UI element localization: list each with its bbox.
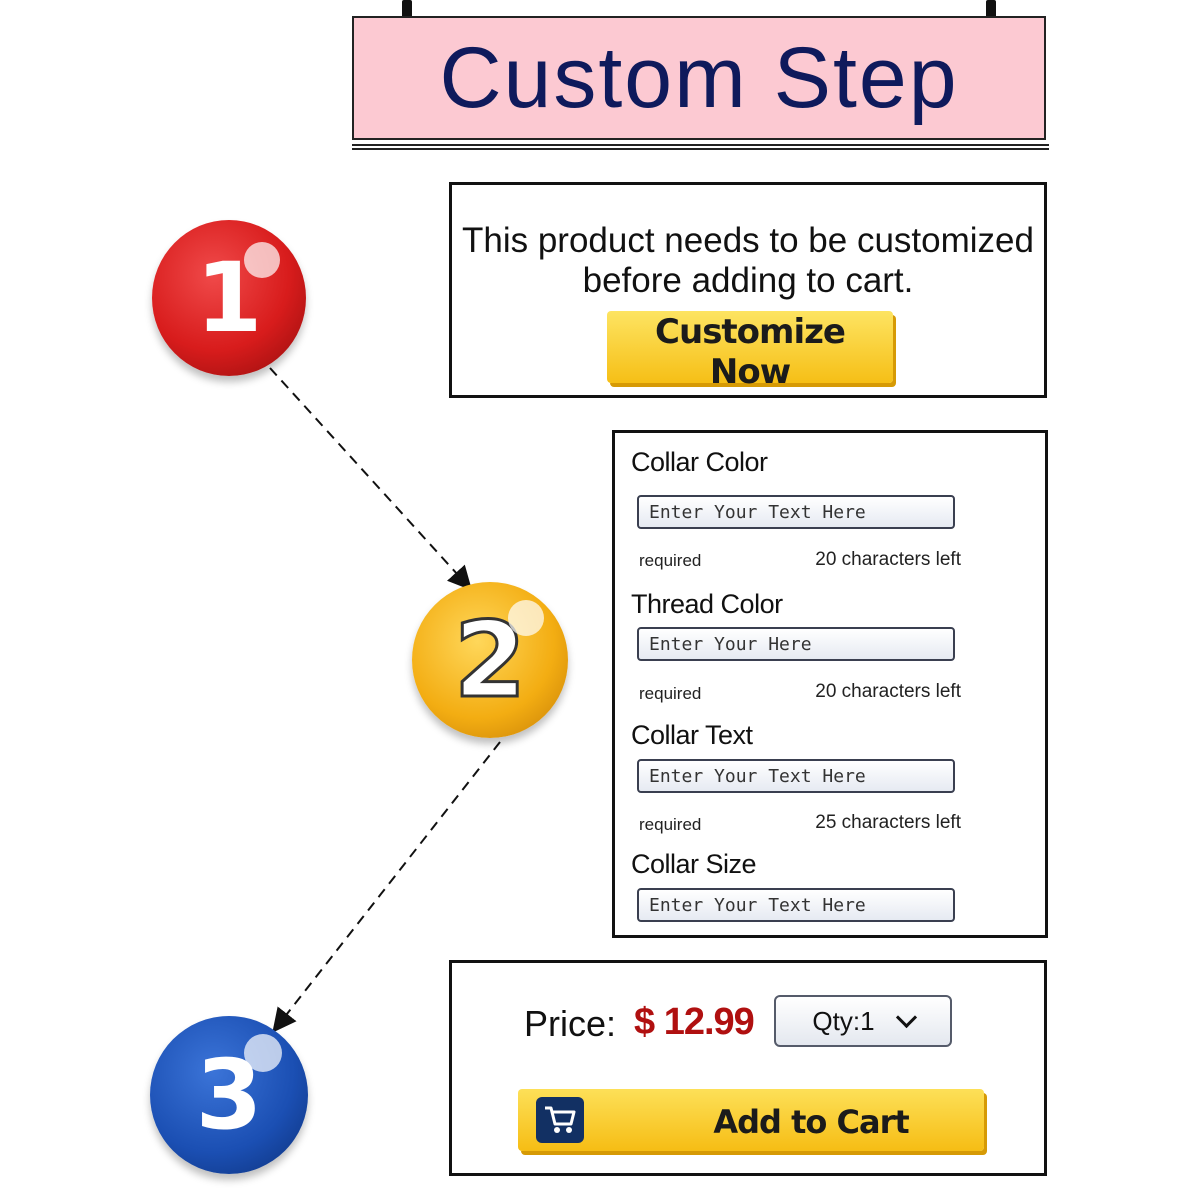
banner-hook-right bbox=[986, 0, 996, 30]
price-label: Price: bbox=[524, 1003, 617, 1044]
thread-color-label: Thread Color bbox=[631, 589, 783, 619]
collar-color-input[interactable] bbox=[637, 495, 955, 529]
customize-now-button[interactable]: Customize Now bbox=[607, 311, 893, 392]
step-1-badge: 1 bbox=[152, 220, 306, 376]
step-2-badge: 2 bbox=[412, 582, 568, 738]
title-banner: Custom Step bbox=[352, 16, 1046, 140]
collar-text-required: required bbox=[639, 815, 702, 834]
connector-1-to-2 bbox=[269, 367, 473, 591]
price-value: $ 12.99 bbox=[634, 1001, 755, 1043]
step-3-badge: 3 bbox=[150, 1016, 308, 1174]
banner-hook-left bbox=[402, 0, 412, 30]
add-to-cart-label: Add to Cart bbox=[713, 1103, 909, 1141]
thread-color-input[interactable] bbox=[637, 627, 955, 661]
collar-color-counter: 20 characters left bbox=[815, 549, 961, 570]
collar-color-label: Collar Color bbox=[631, 447, 768, 477]
cart-icon bbox=[536, 1097, 584, 1143]
thread-color-counter: 20 characters left bbox=[815, 681, 961, 702]
banner-underline bbox=[352, 144, 1049, 150]
collar-text-label: Collar Text bbox=[631, 720, 753, 750]
quantity-value: Qty:1 bbox=[812, 1005, 875, 1036]
page-title: Custom Step bbox=[439, 30, 959, 126]
add-to-cart-button[interactable]: Add to Cart bbox=[518, 1089, 984, 1151]
customize-prompt-panel: This product needs to be customized befo… bbox=[449, 182, 1047, 398]
collar-size-input[interactable] bbox=[637, 888, 955, 922]
customization-form: Collar Color required 20 characters left… bbox=[612, 430, 1048, 938]
quantity-select[interactable]: Qty:1 bbox=[774, 995, 952, 1047]
collar-text-input[interactable] bbox=[637, 759, 955, 793]
collar-color-required: required bbox=[639, 551, 702, 570]
collar-size-label: Collar Size bbox=[631, 849, 757, 879]
collar-text-counter: 25 characters left bbox=[815, 812, 961, 833]
customize-message: This product needs to be customized befo… bbox=[462, 221, 1034, 300]
purchase-panel: Price: $ 12.99 Qty:1 Add to Cart bbox=[449, 960, 1047, 1176]
chevron-down-icon bbox=[895, 1006, 917, 1028]
thread-color-required: required bbox=[639, 684, 702, 703]
